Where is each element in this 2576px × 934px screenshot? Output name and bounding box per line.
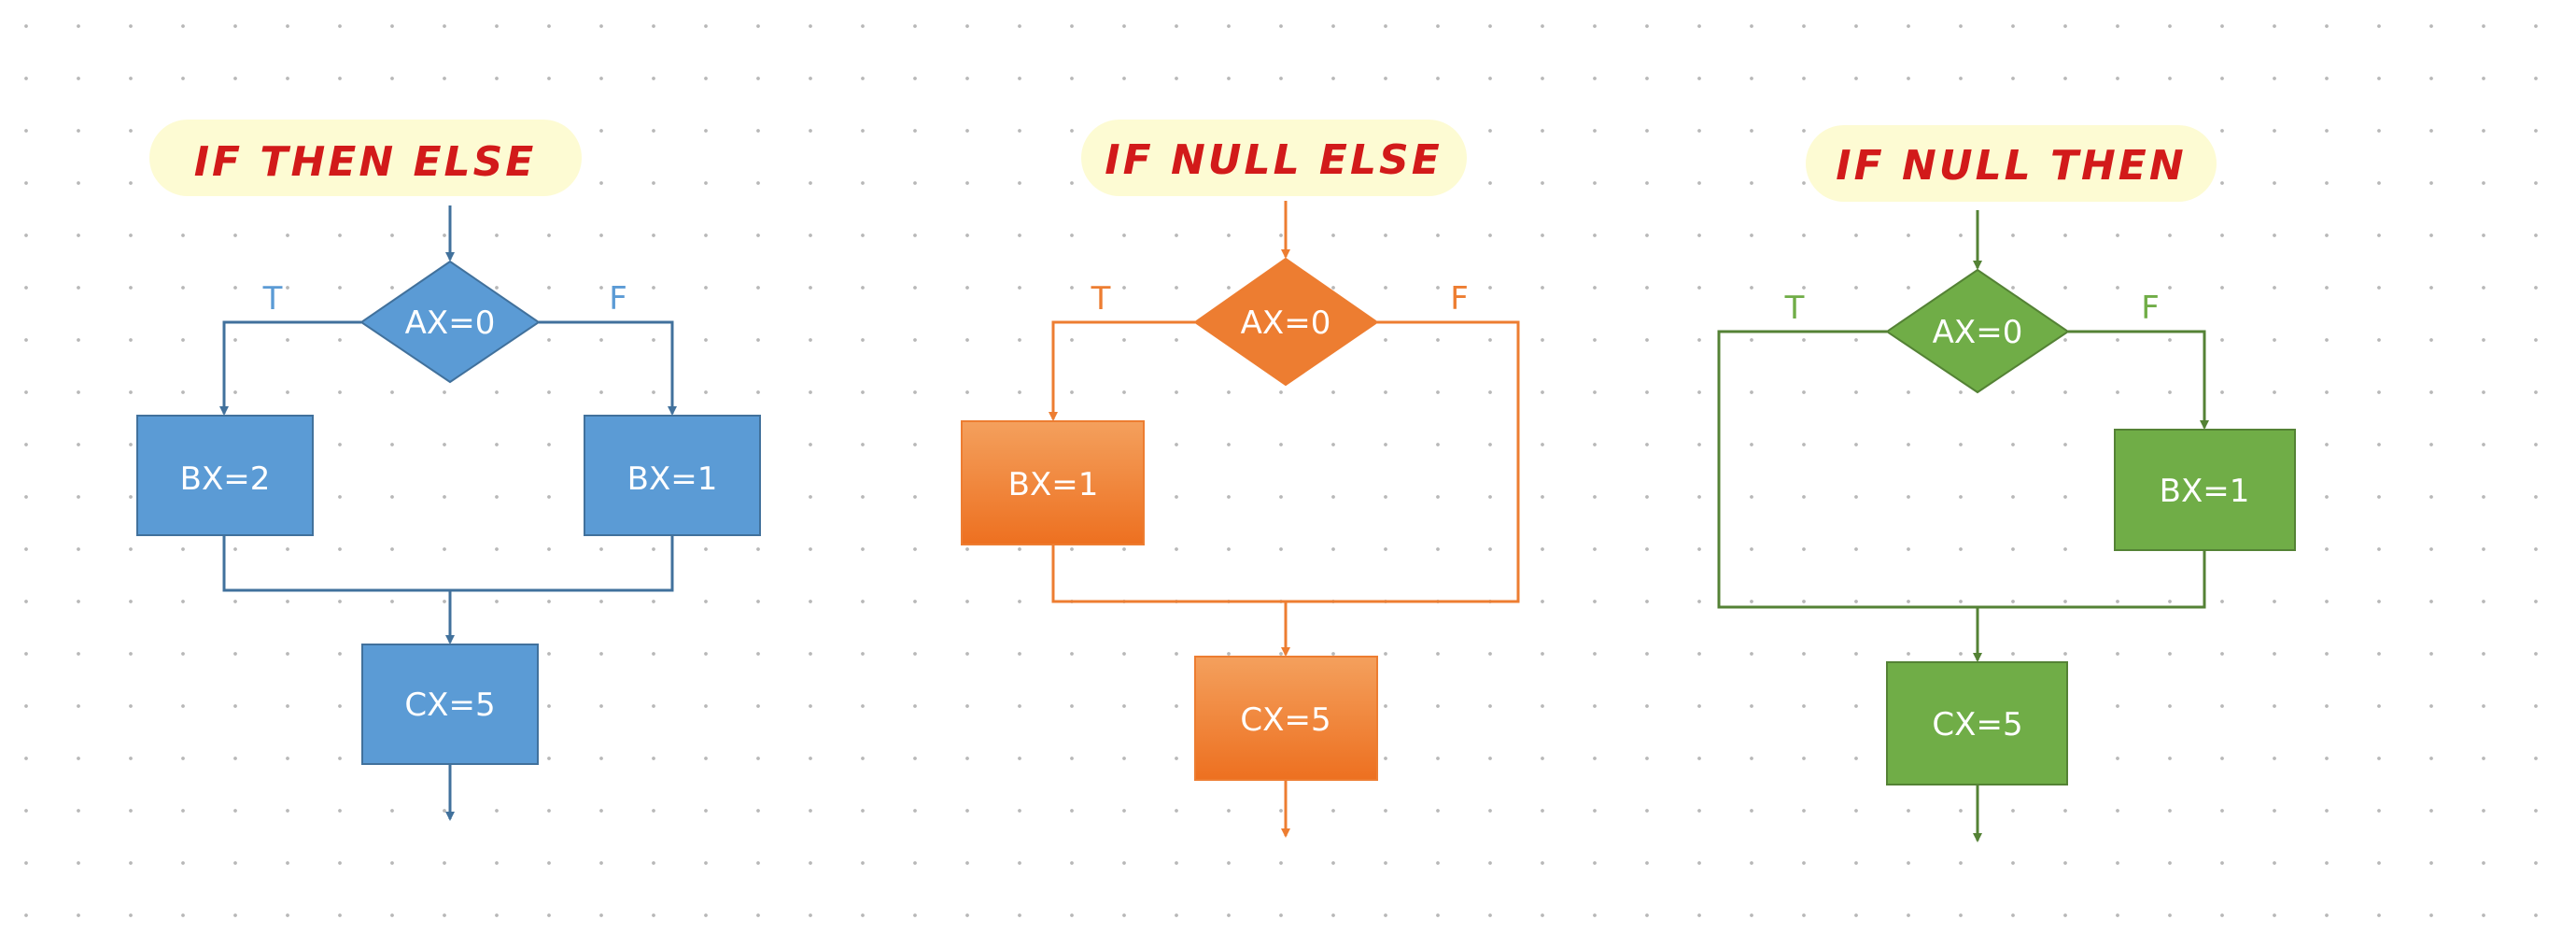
false-branch-connector <box>1286 320 1520 603</box>
process-box-end <box>361 644 539 765</box>
true-branch-connector <box>1717 330 1978 609</box>
false-branch-label: F <box>2141 290 2160 327</box>
decision-diamond <box>359 260 541 384</box>
decision-diamond <box>1885 268 2070 394</box>
false-branch-connector <box>539 320 677 416</box>
flowchart-title: IF NULL THEN <box>1836 142 2186 190</box>
process-box-false <box>2114 429 2296 551</box>
flowchart-if-then-else: IF THEN ELSE AX=0 T F BX=2 BX=1 CX=5 <box>136 120 761 821</box>
true-branch-label: T <box>262 280 283 318</box>
false-branch-label: F <box>609 280 627 318</box>
process-box-false-label: BX=1 <box>627 460 718 498</box>
decision-label: AX=0 <box>1933 314 2023 351</box>
process-box-false-label: BX=1 <box>2160 473 2250 510</box>
true-branch-label: T <box>1784 290 1805 327</box>
true-branch-label: T <box>1091 280 1111 318</box>
process-box-end <box>1194 656 1378 781</box>
process-box-false <box>584 415 761 536</box>
process-box-end-label: CX=5 <box>1240 701 1330 739</box>
true-branch-connector <box>219 320 361 416</box>
flowchart-if-null-else: IF NULL ELSE AX=0 T F BX=1 CX=5 <box>961 120 1520 838</box>
merge-connector <box>1051 545 1286 603</box>
false-branch-connector <box>2068 330 2209 430</box>
process-box-true <box>961 420 1145 545</box>
decision-label: AX=0 <box>405 304 496 342</box>
flowchart-title: IF NULL ELSE <box>1105 136 1443 184</box>
process-box-true-label: BX=1 <box>1008 466 1099 503</box>
true-branch-connector <box>1049 320 1195 421</box>
decision-label: AX=0 <box>1241 304 1331 342</box>
title-highlight <box>1081 120 1467 196</box>
process-box-end-label: CX=5 <box>1932 706 2022 743</box>
process-box-true <box>136 415 314 536</box>
merge-connector <box>1978 550 2206 609</box>
flowchart-title: IF THEN ELSE <box>194 138 537 186</box>
process-box-end-label: CX=5 <box>404 686 495 724</box>
process-box-end <box>1886 661 2068 785</box>
decision-diamond <box>1193 257 1379 387</box>
title-highlight <box>1806 125 2217 202</box>
false-branch-label: F <box>1450 280 1469 318</box>
flowchart-if-null-then: IF NULL THEN AX=0 T F BX=1 CX=5 <box>1717 125 2296 842</box>
title-highlight <box>149 120 582 196</box>
merge-connector <box>222 535 674 592</box>
process-box-true-label: BX=2 <box>180 460 271 498</box>
